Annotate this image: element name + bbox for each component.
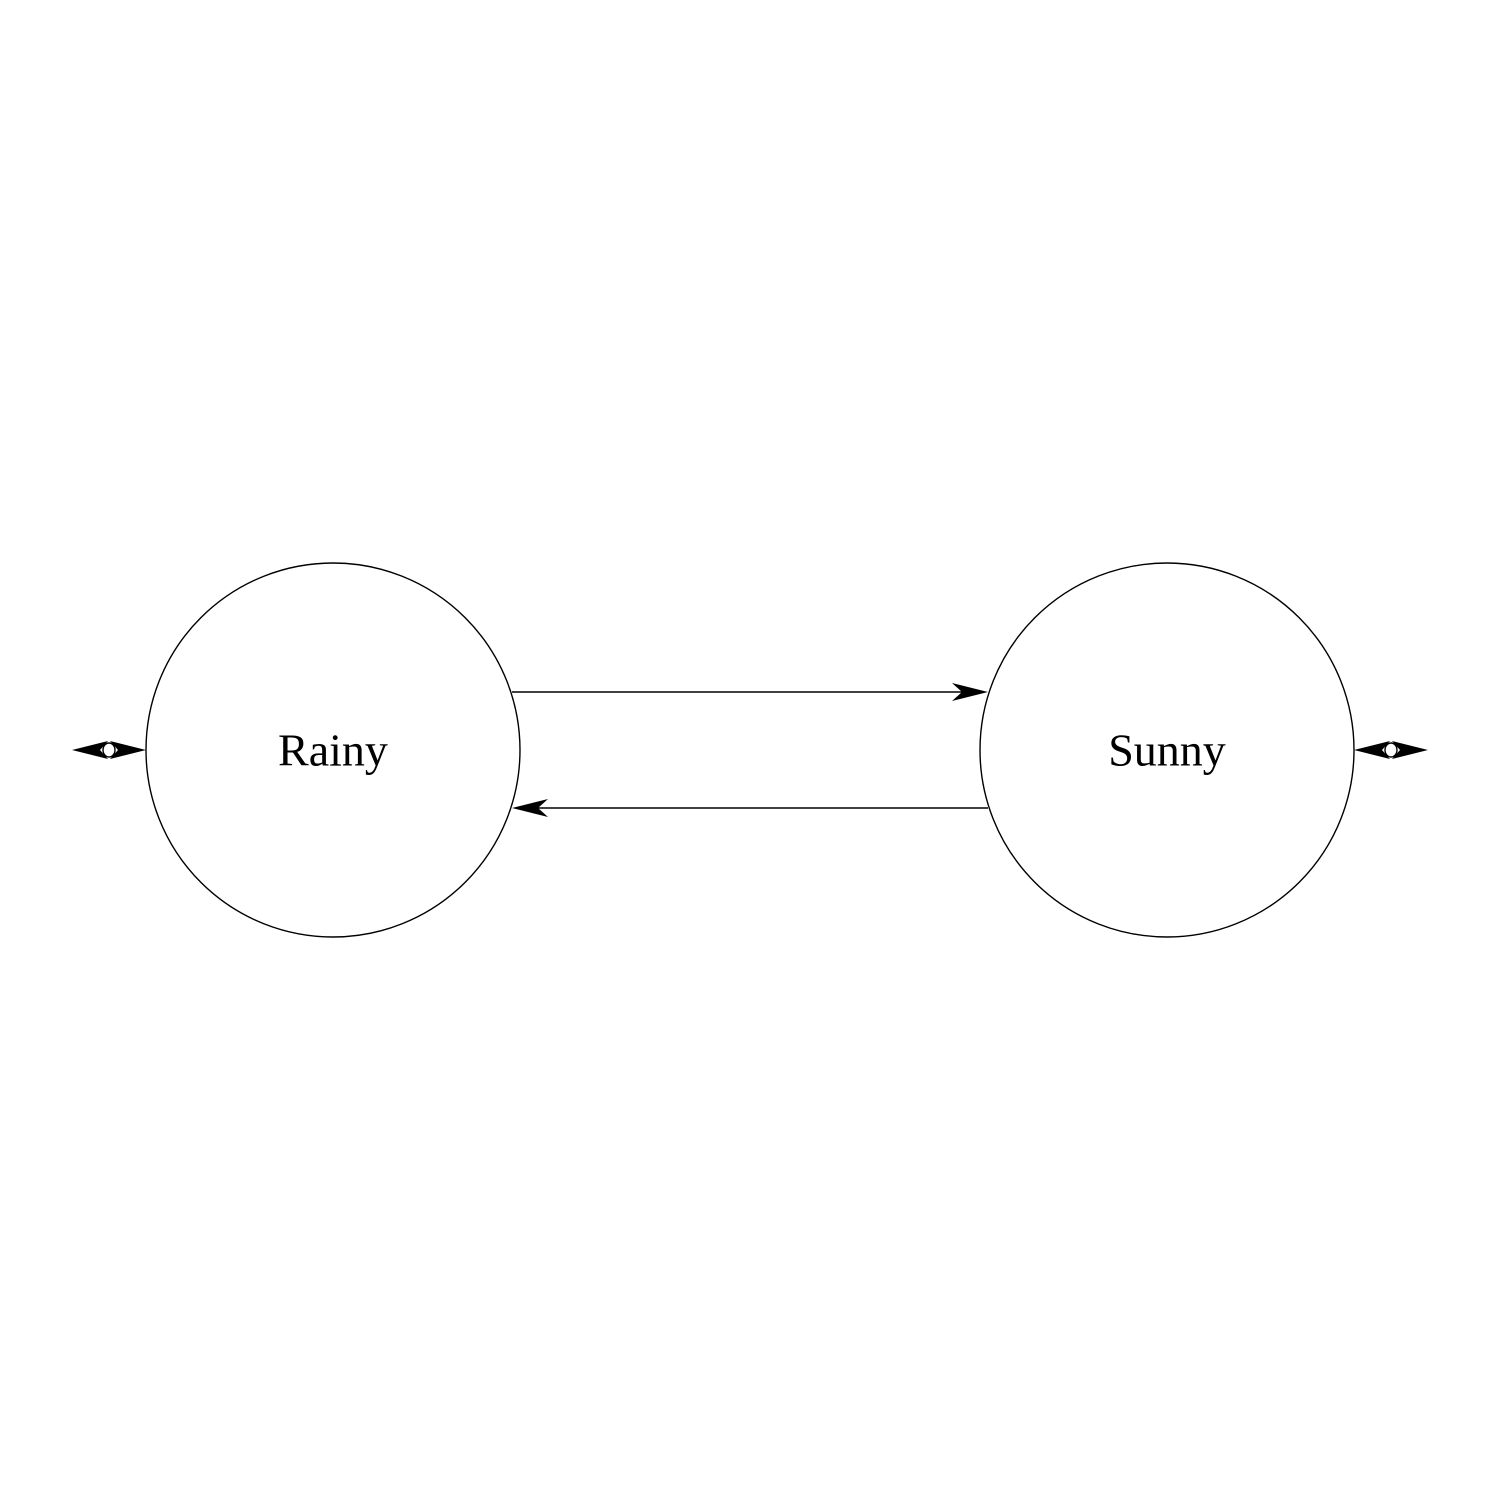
self-loop-rainy <box>72 741 146 759</box>
state-node-rainy: Rainy <box>145 562 521 938</box>
arrowhead-right-icon <box>952 683 988 701</box>
self-loop-ring-icon <box>102 742 116 758</box>
state-label-rainy: Rainy <box>278 725 388 776</box>
self-loop-sunny <box>1354 741 1428 759</box>
self-loop-arrowhead-icon <box>110 741 146 759</box>
edge-sunny-to-rainy <box>512 799 988 817</box>
self-loop-arrowhead-icon <box>72 741 108 759</box>
self-loop-arrowhead-icon <box>1392 741 1428 759</box>
state-label-sunny: Sunny <box>1108 725 1226 776</box>
state-node-sunny: Sunny <box>979 562 1355 938</box>
edge-rainy-to-sunny <box>512 683 988 701</box>
self-loop-arrowhead-icon <box>1354 741 1390 759</box>
self-loop-ring-icon <box>1384 742 1398 758</box>
arrowhead-left-icon <box>512 799 548 817</box>
